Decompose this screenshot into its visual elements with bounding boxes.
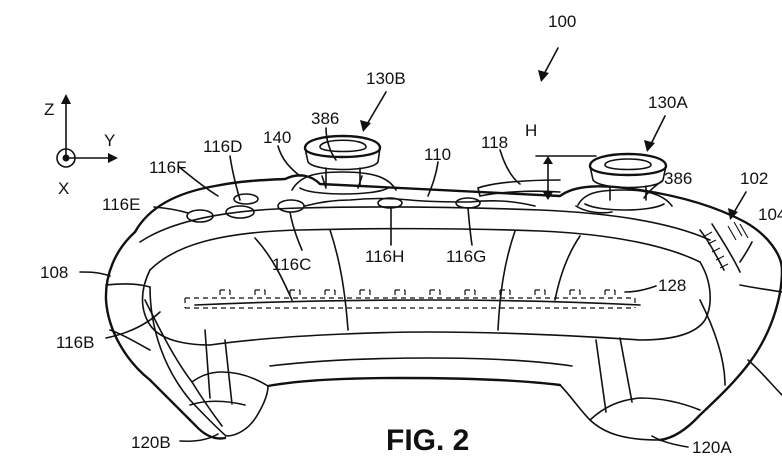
label-116E: 116E (102, 195, 140, 214)
label-110: 110 (424, 145, 451, 164)
internal-board-128 (184, 289, 636, 309)
label-120B: 120B (131, 433, 171, 452)
label-116D: 116D (203, 137, 242, 156)
label-118: 118 (481, 133, 508, 152)
label-116G: 116G (446, 247, 486, 266)
controller-body (104, 174, 782, 442)
label-130A: 130A (648, 93, 688, 112)
touch-strip-118 (477, 179, 561, 197)
label-108: 108 (40, 263, 68, 282)
button-116D (225, 205, 255, 219)
leader-lines (79, 127, 753, 448)
label-386-left: 386 (311, 109, 339, 128)
button-116H (377, 197, 403, 209)
button-116F (233, 193, 259, 205)
reference-labels: 100 130B 130A 386 140 118 H 110 102 104 … (40, 12, 782, 457)
label-H: H (525, 121, 537, 140)
label-120A: 120A (692, 438, 732, 457)
label-104: 104 (758, 205, 782, 224)
button-116C (277, 199, 305, 213)
label-386-right: 386 (664, 169, 692, 188)
figure-label: FIG. 2 (386, 424, 469, 457)
label-116C: 116C (272, 255, 311, 274)
axis-indicator: Z Y X (44, 94, 118, 198)
label-100: 100 (548, 12, 576, 31)
label-140: 140 (263, 128, 291, 147)
dimension-H (535, 155, 597, 200)
button-116E (186, 209, 214, 223)
axis-y-label: Y (104, 131, 115, 150)
label-116B: 116B (56, 333, 94, 352)
label-116F: 116F (149, 158, 187, 177)
reference-arrows (360, 47, 747, 220)
label-102: 102 (740, 169, 768, 188)
buttons (186, 193, 613, 223)
axis-x-label: X (58, 179, 69, 198)
thumbstick-130A (577, 152, 673, 211)
axis-z-label: Z (44, 100, 54, 119)
label-130B: 130B (366, 69, 406, 88)
button-116G (455, 197, 481, 209)
label-128: 128 (658, 276, 686, 295)
label-116H: 116H (365, 247, 404, 266)
